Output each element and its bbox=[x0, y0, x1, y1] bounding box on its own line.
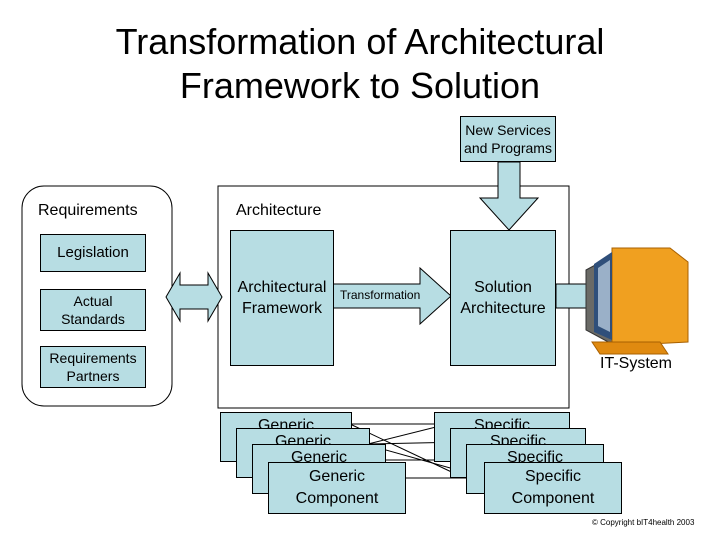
architectural-framework-label: Architectural Framework bbox=[237, 279, 327, 317]
legislation-label: Legislation bbox=[57, 244, 129, 261]
requirements-partners-box: Requirements Partners bbox=[40, 346, 146, 388]
solution-architecture-box: Solution Architecture bbox=[450, 230, 556, 366]
actual-standards-box: Actual Standards bbox=[40, 289, 146, 331]
specific-component-label: Specific Component bbox=[511, 468, 595, 507]
generic-component-box-4: Generic Component bbox=[268, 462, 406, 514]
requirements-label: Requirements bbox=[38, 202, 138, 219]
new-services-box: New Services and Programs bbox=[460, 116, 556, 162]
page-title: Transformation of Architectural Framewor… bbox=[0, 20, 720, 108]
architecture-label: Architecture bbox=[236, 202, 322, 219]
it-system-label: IT-System bbox=[600, 355, 673, 372]
new-services-label: New Services and Programs bbox=[464, 122, 552, 156]
computer-monitor-icon bbox=[585, 247, 689, 355]
title-line-1: Transformation of Architectural bbox=[115, 21, 605, 62]
copyright-text: © Copyright bIT4health 2003 bbox=[592, 518, 695, 527]
requirements-double-arrow bbox=[165, 271, 223, 323]
title-line-2: Framework to Solution bbox=[179, 65, 541, 106]
transformation-arrow bbox=[331, 266, 452, 326]
requirements-partners-label: Requirements Partners bbox=[49, 350, 137, 384]
transformation-label: Transformation bbox=[340, 288, 421, 302]
actual-standards-label: Actual Standards bbox=[61, 293, 125, 327]
specific-component-box-4: Specific Component bbox=[484, 462, 622, 514]
new-services-arrow bbox=[478, 161, 540, 231]
architectural-framework-box: Architectural Framework bbox=[230, 230, 334, 366]
generic-component-label: Generic Component bbox=[295, 468, 379, 507]
specific-component-label: Specific bbox=[506, 449, 564, 466]
solution-architecture-label: Solution Architecture bbox=[460, 279, 546, 317]
generic-component-label: Generic bbox=[290, 449, 348, 466]
legislation-box: Legislation bbox=[40, 234, 146, 272]
